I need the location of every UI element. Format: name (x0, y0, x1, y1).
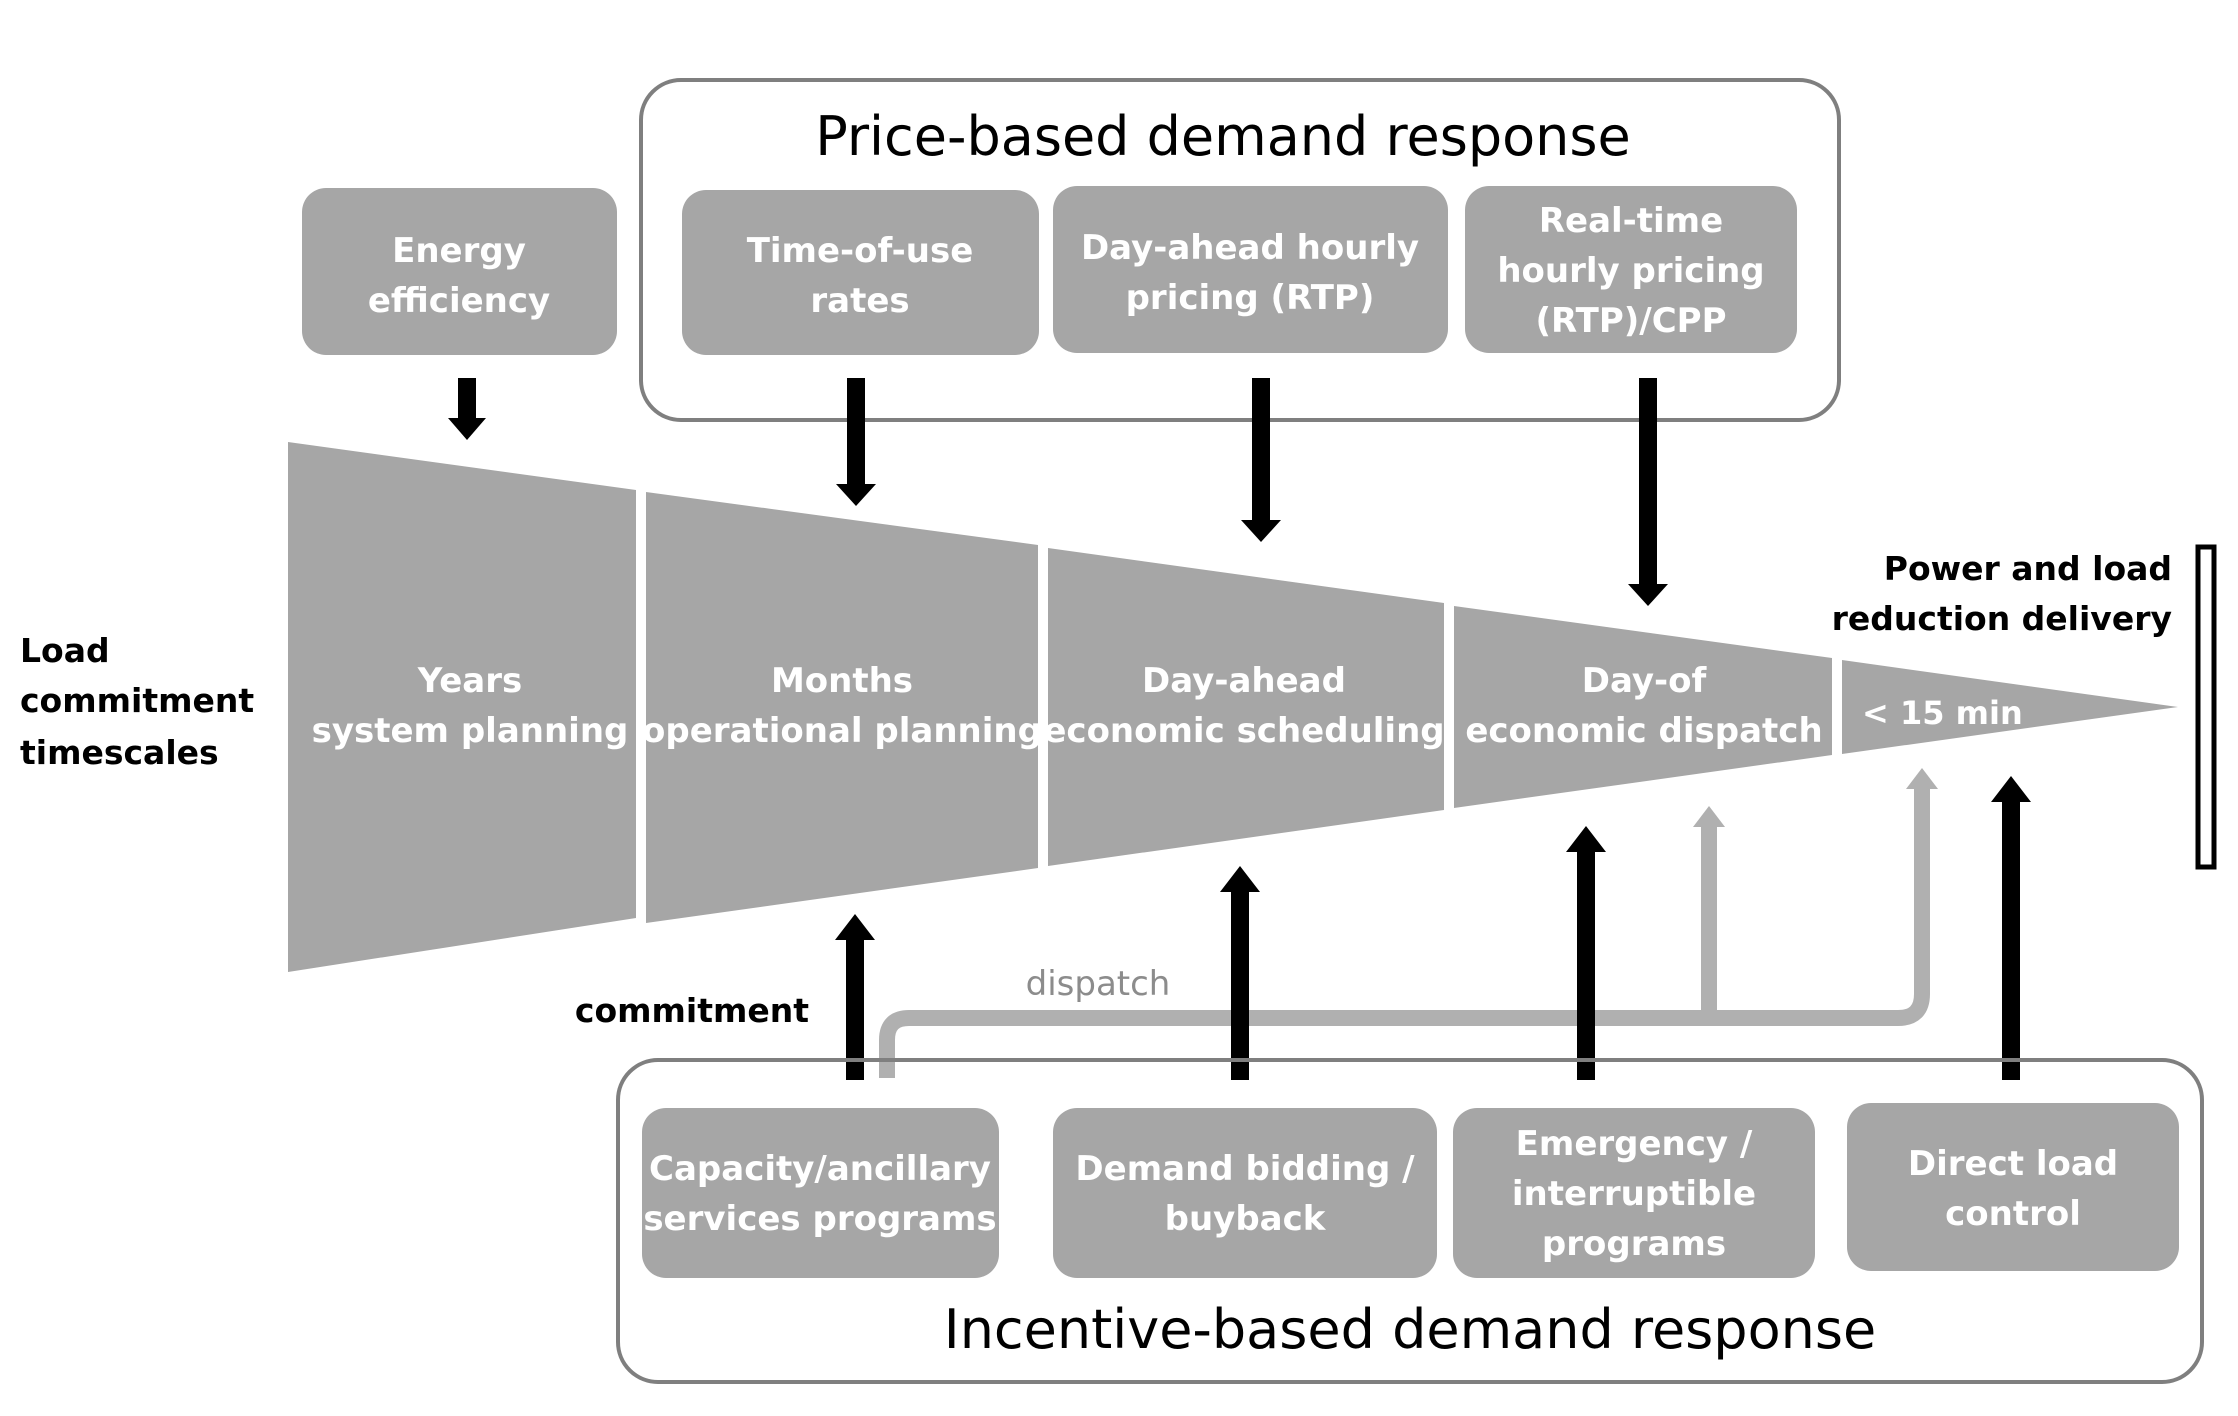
demand-bidding-box: Demand bidding / buyback (1053, 1108, 1437, 1278)
arrow-direct-load-up (1991, 776, 2031, 1080)
arrow-emergency-up (1566, 826, 1606, 1080)
incentive-group-frame (616, 1058, 2204, 1384)
timescale-months-line-1: Months (771, 661, 913, 701)
demand-bidding-line-2: buyback (1165, 1199, 1327, 1239)
timescale-years-line-1: Years (417, 661, 523, 701)
day-ahead-pricing-line-1: Day-ahead hourly (1081, 228, 1419, 268)
energy-efficiency-line-1: Energy (392, 231, 526, 271)
arrow-day-ahead-pricing-down (1241, 378, 1281, 542)
demand-bidding-line-1: Demand bidding / (1075, 1149, 1415, 1189)
commitment-label: commitment (575, 991, 809, 1030)
load-commitment-label-line-3: timescales (20, 733, 219, 772)
delivery-bar (2195, 544, 2217, 870)
price-group-frame (639, 78, 1841, 422)
timescale-years-line-2: system planning (312, 711, 629, 751)
emergency-interruptible-line-1: Emergency / (1516, 1124, 1753, 1164)
funnel-segment-under-15-min (1842, 660, 2178, 754)
emergency-interruptible-line-3: programs (1542, 1224, 1726, 1264)
capacity-ancillary-line-1: Capacity/ancillary (649, 1149, 991, 1189)
timescale-day-ahead-line-2: economic scheduling (1043, 711, 1444, 751)
time-of-use-line-2: rates (810, 281, 909, 321)
arrow-energy-efficiency-down (448, 378, 486, 440)
energy-efficiency-line-2: efficiency (368, 281, 550, 321)
timescale-under-15-min: < 15 min (1862, 694, 2023, 732)
emergency-interruptible-box: Emergency / interruptible programs (1453, 1108, 1815, 1278)
timescale-day-of-line-1: Day-of (1582, 661, 1708, 701)
real-time-pricing-line-1: Real-time (1539, 201, 1723, 241)
arrow-time-of-use-down (836, 378, 876, 506)
day-ahead-pricing-box: Day-ahead hourly pricing (RTP) (1053, 186, 1448, 353)
funnel-segment-day-ahead (1048, 548, 1444, 866)
timescale-day-ahead-line-1: Day-ahead (1142, 661, 1346, 701)
real-time-pricing-box: Real-time hourly pricing (RTP)/CPP (1465, 186, 1797, 353)
timescale-day-of-line-2: economic dispatch (1465, 711, 1822, 751)
time-of-use-line-1: Time-of-use (747, 231, 974, 271)
direct-load-control-box: Direct load control (1847, 1103, 2179, 1271)
delivery-label-line-2: reduction delivery (1832, 599, 2172, 638)
real-time-pricing-line-2: hourly pricing (1497, 251, 1764, 291)
funnel-segment-day-of (1454, 606, 1832, 808)
time-of-use-box: Time-of-use rates (682, 190, 1039, 355)
load-commitment-label-line-2: commitment (20, 681, 254, 720)
arrow-real-time-pricing-down (1628, 378, 1668, 606)
arrow-demand-bidding-up (1220, 866, 1260, 1080)
energy-efficiency-box: Energy efficiency (302, 188, 617, 355)
arrow-capacity-up (835, 914, 875, 1080)
dispatch-path (879, 768, 1938, 1078)
incentive-group-title: Incentive-based demand response (944, 1298, 1876, 1361)
load-commitment-label-line-1: Load (20, 631, 110, 670)
direct-load-control-line-1: Direct load (1908, 1144, 2118, 1184)
capacity-ancillary-box: Capacity/ancillary services programs (642, 1108, 999, 1278)
real-time-pricing-line-3: (RTP)/CPP (1535, 301, 1726, 341)
price-group-title: Price-based demand response (815, 105, 1631, 168)
funnel-segment-months (646, 492, 1038, 923)
funnel-segment-years (288, 442, 636, 972)
dispatch-label: dispatch (1026, 964, 1171, 1004)
direct-load-control-line-2: control (1945, 1194, 2081, 1234)
timescale-months-line-2: operational planning (642, 711, 1042, 751)
day-ahead-pricing-line-2: pricing (RTP) (1126, 278, 1375, 318)
emergency-interruptible-line-2: interruptible (1512, 1174, 1756, 1214)
delivery-label-line-1: Power and load (1884, 549, 2172, 588)
capacity-ancillary-line-2: services programs (643, 1199, 996, 1239)
